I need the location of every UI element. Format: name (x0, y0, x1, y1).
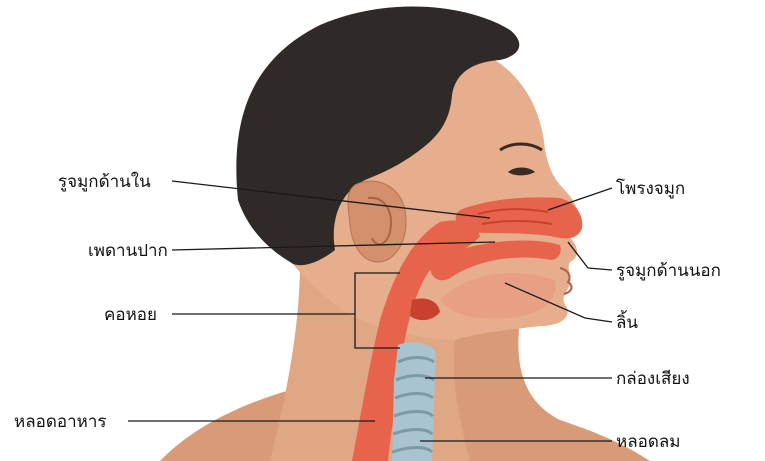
label-nostril: รูจมูกด้านนอก (616, 261, 721, 281)
label-inner-nasal-cavity: รูจมูกด้านใน (58, 171, 151, 192)
label-hard-palate: เพดานปาก (88, 241, 168, 261)
label-tongue: ลิ้น (616, 310, 638, 333)
label-esophagus: หลอดอาหาร (14, 412, 107, 432)
label-trachea: หลอดลม (616, 432, 681, 452)
trachea-rings (392, 342, 436, 461)
head-illustration (160, 6, 650, 461)
label-pharynx: คอหอย (104, 305, 157, 325)
label-larynx: กล่องเสียง (616, 369, 690, 389)
label-nasal-cavity: โพรงจมูก (616, 178, 685, 199)
